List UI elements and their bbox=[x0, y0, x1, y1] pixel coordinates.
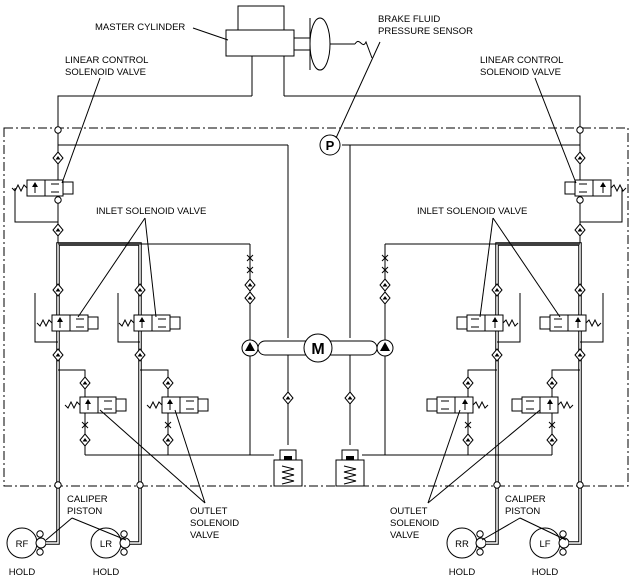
label-caliper-right-2: PISTON bbox=[505, 506, 540, 517]
wheel-state-lr: HOLD bbox=[93, 567, 120, 578]
label-linear-right-2: SOLENOID VALVE bbox=[480, 67, 561, 78]
pump-motor-assembly: M bbox=[241, 244, 394, 487]
pressure-label: P bbox=[326, 138, 335, 153]
label-caliper-left-2: PISTON bbox=[67, 506, 102, 517]
wheel-caliper-rf: RF HOLD bbox=[6, 510, 60, 578]
label-outlet-left-3: VALVE bbox=[190, 530, 219, 541]
junctions bbox=[54, 126, 584, 489]
label-outlet-right-3: VALVE bbox=[390, 530, 419, 541]
label-linear-left-2: SOLENOID VALVE bbox=[65, 67, 146, 78]
label-caliper-right-1: CALIPER bbox=[505, 494, 546, 505]
linear-control-valve-left bbox=[11, 151, 74, 237]
inlet-valves-left bbox=[34, 283, 181, 362]
label-linear-right-1: LINEAR CONTROL bbox=[480, 55, 563, 66]
wheel-label-rf: RF bbox=[16, 539, 29, 550]
leader-lines bbox=[45, 27, 577, 541]
supply-lines bbox=[57, 95, 581, 500]
label-outlet-left-1: OUTLET bbox=[190, 506, 228, 517]
label-caliper-left-1: CALIPER bbox=[67, 494, 108, 505]
wheel-label-rr: RR bbox=[455, 539, 469, 550]
master-cylinder bbox=[225, 5, 373, 96]
outlet-valves-left bbox=[58, 369, 274, 456]
label-inlet-right: INLET SOLENOID VALVE bbox=[417, 206, 527, 217]
outlet-valves-right bbox=[362, 369, 580, 456]
label-linear-left-1: LINEAR CONTROL bbox=[65, 55, 148, 66]
label-brake-fluid-2: PRESSURE SENSOR bbox=[378, 26, 473, 37]
wheel-caliper-rr: RR HOLD bbox=[446, 500, 499, 578]
label-outlet-left-2: SOLENOID bbox=[190, 518, 239, 529]
wheel-caliper-lr: LR HOLD bbox=[90, 500, 142, 578]
linear-control-valve-right bbox=[564, 151, 627, 237]
motor-label: M bbox=[311, 341, 324, 358]
label-outlet-right-2: SOLENOID bbox=[390, 518, 439, 529]
left-brake-lines bbox=[56, 242, 250, 510]
wheel-caliper-lf: LF HOLD bbox=[529, 510, 582, 578]
callout-labels: MASTER CYLINDER BRAKE FLUID PRESSURE SEN… bbox=[65, 14, 563, 541]
hydraulic-unit-boundary bbox=[3, 127, 629, 487]
label-inlet-left: INLET SOLENOID VALVE bbox=[96, 206, 206, 217]
wheel-label-lf: LF bbox=[539, 539, 550, 550]
motor-symbol bbox=[303, 333, 333, 363]
wheel-state-rf: HOLD bbox=[9, 567, 36, 578]
wheel-state-rr: HOLD bbox=[449, 567, 476, 578]
pressure-sensor: P bbox=[319, 134, 341, 156]
inlet-valves-right bbox=[456, 283, 604, 362]
right-brake-lines bbox=[385, 242, 582, 510]
label-outlet-right-1: OUTLET bbox=[390, 506, 428, 517]
wheel-label-lr: LR bbox=[100, 539, 112, 550]
wheel-state-lf: HOLD bbox=[532, 567, 559, 578]
label-brake-fluid-1: BRAKE FLUID bbox=[378, 14, 440, 25]
label-master-cylinder: MASTER CYLINDER bbox=[95, 22, 185, 33]
